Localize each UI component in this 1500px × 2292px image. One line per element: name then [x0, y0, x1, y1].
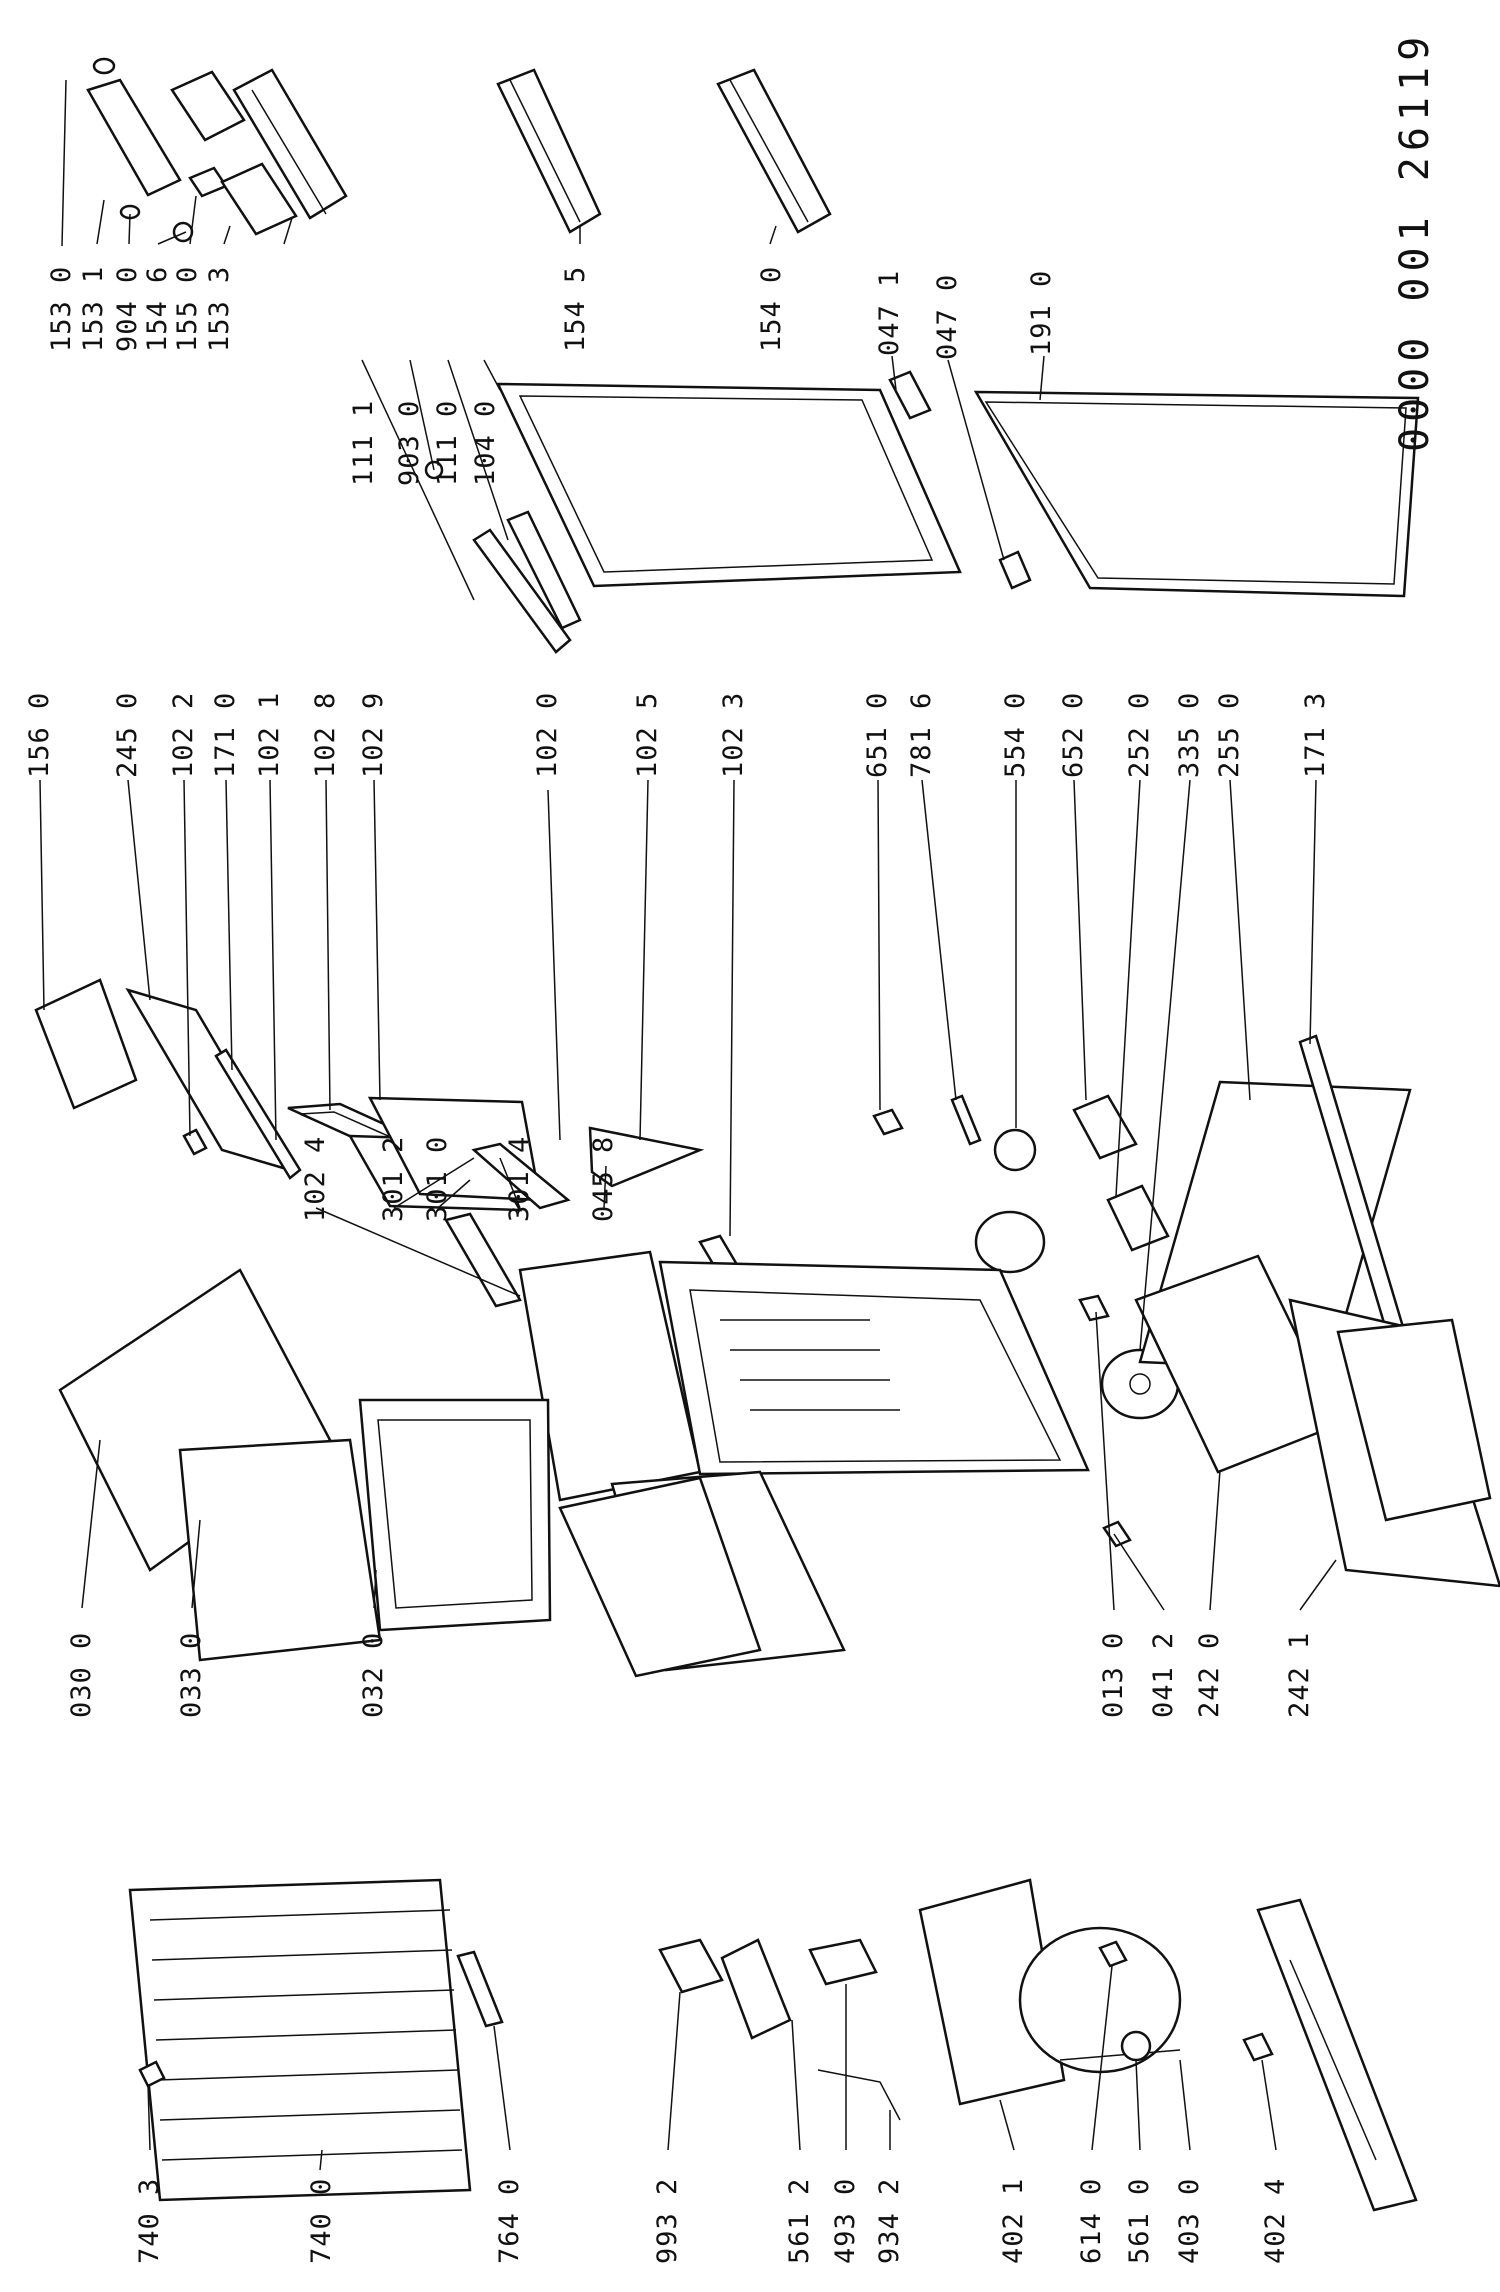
label-614-0: 614 0 — [1076, 2178, 1107, 2264]
label-033-0: 033 0 — [176, 1632, 207, 1718]
label-402-4: 402 4 — [1260, 2178, 1291, 2264]
label-402-1: 402 1 — [998, 2178, 1029, 2264]
label-102-2: 102 2 — [168, 692, 199, 778]
label-651-0: 651 0 — [862, 692, 893, 778]
label-154-0: 154 0 — [756, 266, 787, 352]
label-903-0: 903 0 — [394, 400, 425, 486]
label-041-2: 041 2 — [1148, 1632, 1179, 1718]
label-934-2: 934 2 — [874, 2178, 905, 2264]
label-154-6: 154 6 — [142, 266, 173, 352]
label-047-1: 047 1 — [874, 270, 905, 356]
label-652-0: 652 0 — [1058, 692, 1089, 778]
label-242-1: 242 1 — [1284, 1632, 1315, 1718]
label-740-3: 740 3 — [134, 2178, 165, 2264]
label-102-1: 102 1 — [254, 692, 285, 778]
label-301-0: 301 0 — [422, 1136, 453, 1222]
label-554-0: 554 0 — [1000, 692, 1031, 778]
label-242-0: 242 0 — [1194, 1632, 1225, 1718]
label-111-1: 111 1 — [348, 400, 379, 486]
label-047-0: 047 0 — [932, 274, 963, 360]
label-153-3: 153 3 — [204, 266, 235, 352]
leader-lines — [39, 79, 1337, 2171]
shelves — [58, 1212, 552, 1662]
label-403-0: 403 0 — [1174, 2178, 1205, 2264]
part-labels: 153 0 153 1 904 0 154 6 155 0 153 3 154 … — [24, 31, 1438, 2264]
label-153-1: 153 1 — [78, 266, 109, 352]
drawing-number: 0000 001 26119 — [1392, 31, 1438, 452]
label-561-2: 561 2 — [784, 2178, 815, 2264]
label-102-8: 102 8 — [310, 692, 341, 778]
label-493-0: 493 0 — [830, 2178, 861, 2264]
label-155-0: 155 0 — [172, 266, 203, 352]
label-102-3: 102 3 — [718, 692, 749, 778]
label-993-2: 993 2 — [652, 2178, 683, 2264]
label-102-9: 102 9 — [358, 692, 389, 778]
label-102-0: 102 0 — [532, 692, 563, 778]
label-171-3: 171 3 — [1300, 692, 1331, 778]
label-171-0: 171 0 — [210, 692, 241, 778]
crisper-drawers — [1078, 1254, 1500, 1588]
label-102-5: 102 5 — [632, 692, 663, 778]
cabinet-body — [518, 1250, 1090, 1678]
label-013-0: 013 0 — [1098, 1632, 1129, 1718]
label-102-4: 102 4 — [300, 1136, 331, 1222]
label-245-0: 245 0 — [112, 692, 143, 778]
label-561-0: 561 0 — [1124, 2178, 1155, 2264]
label-740-0: 740 0 — [306, 2178, 337, 2264]
label-045-8: 045 8 — [588, 1136, 619, 1222]
label-030-0: 030 0 — [66, 1632, 97, 1718]
label-154-5: 154 5 — [560, 266, 591, 352]
label-191-0: 191 0 — [1026, 270, 1057, 356]
label-781-6: 781 6 — [906, 692, 937, 778]
label-032-0: 032 0 — [358, 1632, 389, 1718]
freezer-compartment-parts — [34, 978, 754, 1298]
door-rack-parts — [86, 57, 832, 243]
label-301-4: 301 4 — [504, 1136, 535, 1222]
door-panels — [424, 370, 1420, 654]
label-104-0: 104 0 — [470, 400, 501, 486]
label-764-0: 764 0 — [494, 2178, 525, 2264]
label-335-0: 335 0 — [1174, 692, 1205, 778]
label-111-0: 111 0 — [432, 400, 463, 486]
condenser-coil — [128, 1878, 504, 2202]
label-301-2: 301 2 — [378, 1136, 409, 1222]
label-252-0: 252 0 — [1124, 692, 1155, 778]
label-156-0: 156 0 — [24, 692, 55, 778]
label-255-0: 255 0 — [1214, 692, 1245, 778]
label-904-0: 904 0 — [112, 266, 143, 352]
label-153-0: 153 0 — [46, 266, 77, 352]
part-drawings — [34, 57, 1500, 2212]
compressor-parts — [658, 1878, 1418, 2212]
